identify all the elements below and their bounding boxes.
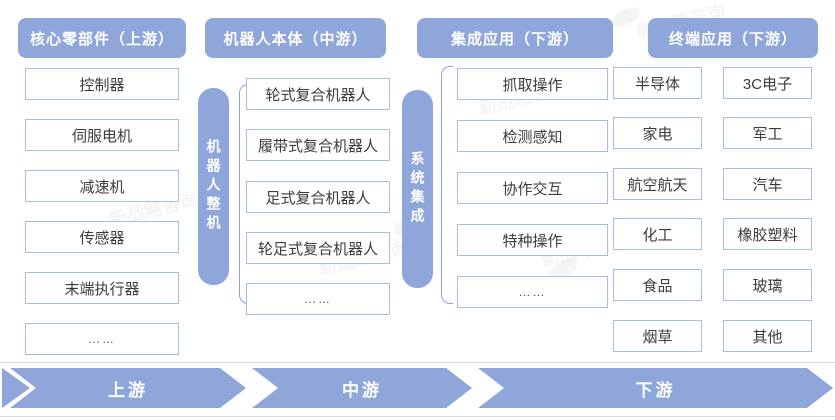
item-grasping-operation: 抓取操作 [457,68,608,100]
column-header-terminal-apps: 终端应用（下游） [648,18,818,58]
stage-arrow-upstream: 上游 [10,368,246,408]
item-home-appliance: 家电 [613,117,702,149]
item-sensor: 传感器 [25,221,179,253]
item-servo-motor: 伺服电机 [25,119,179,151]
item-wheeled-composite-robot: 轮式复合机器人 [246,78,390,110]
item-legged-composite-robot: 足式复合机器人 [246,181,390,213]
item-collaborative-interaction: 协作交互 [457,172,608,204]
item-rubber-plastics: 橡胶塑料 [723,218,812,250]
item-controller: 控制器 [25,68,179,100]
item-military: 军工 [723,117,812,149]
divider-line [0,362,835,363]
bracket-robot-body [239,84,251,304]
item-ellipsis-body: …… [246,283,390,315]
side-bar-robot-complete-machine: 机器人整机 [198,88,229,285]
item-special-operation: 特种操作 [457,224,608,256]
item-3c-electronics: 3C电子 [723,67,812,99]
stage-arrow-midstream: 中游 [252,368,472,408]
item-others: 其他 [723,320,812,352]
column-header-integrated-apps: 集成应用（下游） [417,18,613,58]
item-end-effector: 末端执行器 [25,272,179,304]
column-header-core-components: 核心零部件（上游） [18,18,186,58]
item-ellipsis-integration: …… [457,276,608,308]
bottom-border-line [0,416,835,417]
item-tracked-composite-robot: 履带式复合机器人 [246,129,390,161]
watermark-swoosh [608,3,642,32]
item-ellipsis-core: …… [25,323,179,355]
bracket-system-integration [441,66,453,304]
column-header-robot-body: 机器人本体（中游） [205,18,386,58]
item-food: 食品 [613,269,702,301]
item-glass: 玻璃 [723,269,812,301]
side-bar-system-integration: 系统集成 [402,90,433,288]
item-tobacco: 烟草 [613,320,702,352]
item-aerospace: 航空航天 [613,168,702,200]
item-automotive: 汽车 [723,168,812,200]
item-semiconductor: 半导体 [613,67,702,99]
stage-arrow-downstream: 下游 [478,368,833,408]
item-reducer: 减速机 [25,170,179,202]
item-chemical: 化工 [613,218,702,250]
item-detection-perception: 检测感知 [457,120,608,152]
item-wheel-legged-composite-robot: 轮足式复合机器人 [246,232,390,264]
